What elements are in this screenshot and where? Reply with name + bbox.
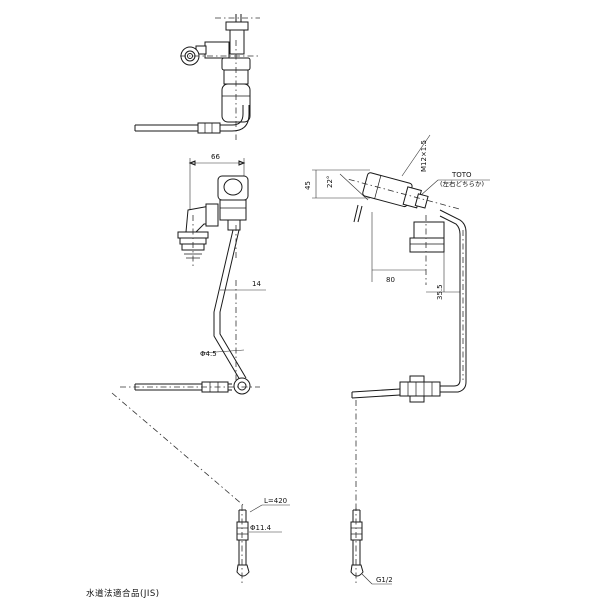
dim-80: 80 [386,276,395,284]
dim-66: 66 [211,153,220,161]
bottom-left-fitting: L=420 Φ11.4 [236,497,290,585]
front-view: 66 14 Φ4.5 [111,153,266,506]
dim-45: 45 [304,181,312,190]
dim-angle-22: 22° [326,176,334,188]
dim-nut-dia: Φ11.4 [250,524,272,532]
note-either-side: (左右どちらか) [440,179,484,188]
side-view: 45 22° M12×1.5 TOTO (左右どちらか) 80 [304,134,490,510]
bottom-right-fitting: G1/2 [350,505,393,585]
compliance-label: 水道法適合品(JIS) [86,589,160,599]
dim-35-5: 35.5 [436,284,444,300]
top-view [134,14,260,140]
dim-thread-g: G1/2 [376,576,393,584]
dim-14: 14 [252,280,261,288]
brand-label: TOTO [451,171,472,179]
dim-length-420: L=420 [264,497,287,505]
dim-thread-m: M12×1.5 [420,140,428,172]
dim-pipe-dia: Φ4.5 [200,350,217,358]
